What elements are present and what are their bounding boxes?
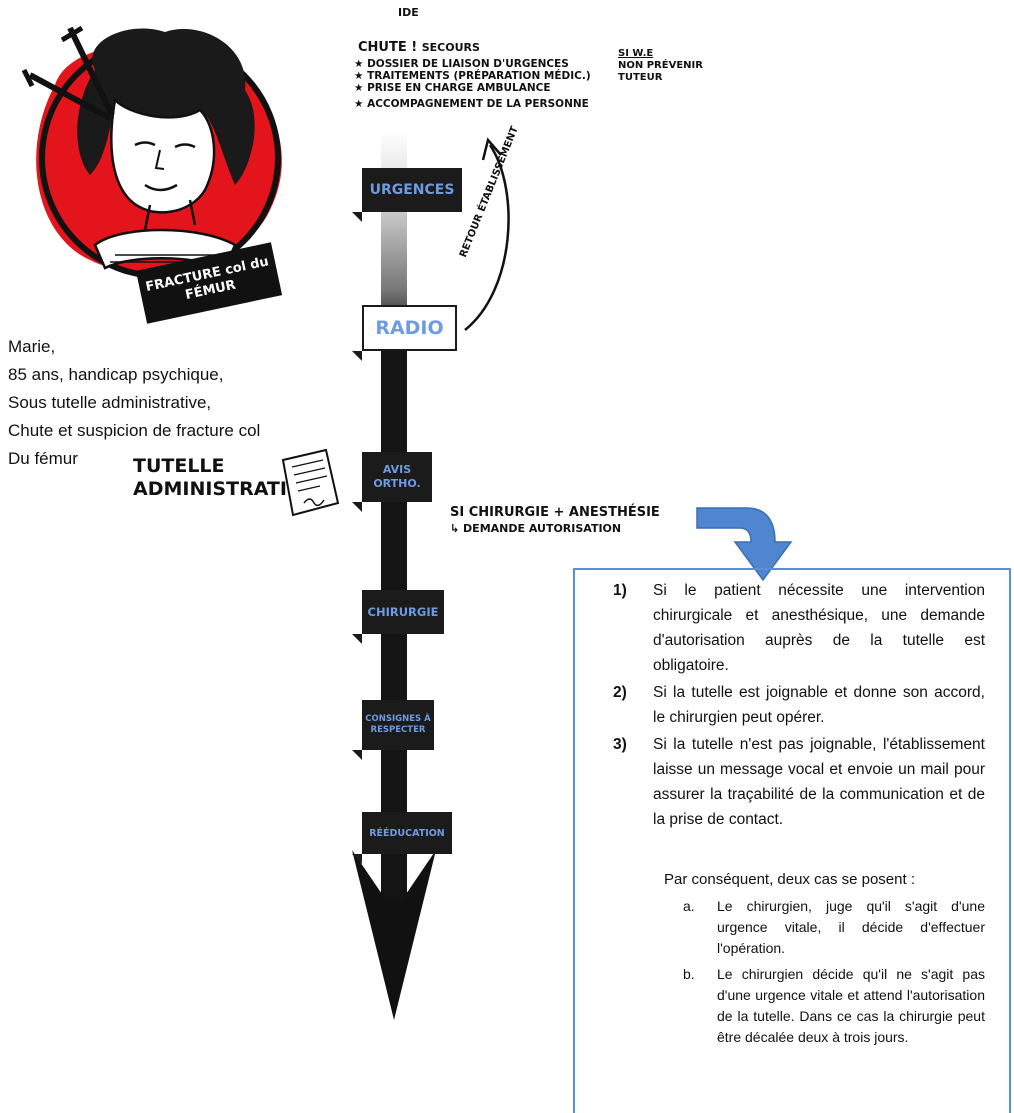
surgery-note-line-2: ↳ DEMANDE AUTORISATION xyxy=(450,522,622,535)
explanation-item: 2) Si la tutelle est joignable et donne … xyxy=(613,680,985,730)
return-arrow xyxy=(464,137,510,331)
item-number: 3) xyxy=(613,736,627,753)
item-number: 1) xyxy=(613,582,627,599)
note-item: ★ DOSSIER DE LIAISON D'URGENCES xyxy=(354,58,569,70)
step-consignes: CONSIGNES À RESPECTER xyxy=(352,700,434,760)
explanation-item: 1) Si le patient nécessite une intervent… xyxy=(613,578,985,678)
secours-label: SECOURS xyxy=(421,41,480,54)
step-label: URGENCES xyxy=(369,182,455,198)
step-avis-ortho: AVIS ORTHO. xyxy=(352,452,432,512)
conclusion-text: Par conséquent, deux cas se posent : xyxy=(664,871,915,888)
patient-line-4: Du fémur xyxy=(8,449,78,468)
case-item: a. Le chirurgien, juge qu'il s'agit d'un… xyxy=(683,896,985,959)
note-item: ★ TRAITEMENTS (PRÉPARATION MÉDIC.) xyxy=(354,70,591,82)
weekend-title: SI W.E xyxy=(618,48,654,59)
tutelle-line-1: TUTELLE xyxy=(133,455,225,477)
step-label: CHIRURGIE xyxy=(367,605,439,619)
explanation-item: 3) Si la tutelle n'est pas joignable, l'… xyxy=(613,732,985,832)
note-item: ★ PRISE EN CHARGE AMBULANCE xyxy=(354,82,551,94)
step-label: CONSIGNES À RESPECTER xyxy=(365,714,431,735)
chute-heading: CHUTE ! SECOURS xyxy=(358,40,480,55)
patient-line-2: Sous tutelle administrative, xyxy=(8,393,212,412)
step-label: AVIS ORTHO. xyxy=(373,463,421,490)
patient-name: Marie, xyxy=(8,337,56,356)
case-item: b. Le chirurgien décide qu'il ne s'agit … xyxy=(683,964,985,1048)
explanation-box: 1) Si le patient nécessite une intervent… xyxy=(573,568,1011,1113)
ide-label: IDE xyxy=(398,6,419,19)
step-label: RÉÉDUCATION xyxy=(369,827,445,839)
case-text: Le chirurgien décide qu'il ne s'agit pas… xyxy=(717,966,985,1045)
weekend-text: NON PRÉVENIR TUTEUR xyxy=(618,60,703,83)
case-letter: b. xyxy=(683,966,695,982)
item-text: Si la tutelle est joignable et donne son… xyxy=(653,684,985,726)
step-chirurgie: CHIRURGIE xyxy=(352,590,444,644)
step-radio: RADIO xyxy=(352,305,457,361)
patient-info: Marie, 85 ans, handicap psychique, Sous … xyxy=(8,333,260,473)
item-number: 2) xyxy=(613,684,627,701)
tutelle-note: TUTELLE ADMINISTRATIVE xyxy=(133,455,315,501)
patient-line-1: 85 ans, handicap psychique, xyxy=(8,365,224,384)
step-urgences: URGENCES xyxy=(352,168,462,222)
chute-label: CHUTE ! xyxy=(358,40,418,55)
patient-line-3: Chute et suspicion de fracture col xyxy=(8,421,261,440)
case-letter: a. xyxy=(683,898,695,914)
case-text: Le chirurgien, juge qu'il s'agit d'une u… xyxy=(717,898,985,956)
note-item: ★ ACCOMPAGNEMENT DE LA PERSONNE xyxy=(354,98,589,110)
chute-list: ★ DOSSIER DE LIAISON D'URGENCES ★ TRAITE… xyxy=(354,58,591,110)
step-label: RADIO xyxy=(375,317,444,339)
blue-arrow xyxy=(696,507,793,582)
item-text: Si le patient nécessite une intervention… xyxy=(653,582,985,674)
surgery-note: SI CHIRURGIE + ANESTHÉSIE ↳ DEMANDE AUTO… xyxy=(450,505,660,537)
patient-portrait xyxy=(21,25,282,279)
weekend-note: SI W.E NON PRÉVENIR TUTEUR xyxy=(618,48,708,84)
step-reeducation: RÉÉDUCATION xyxy=(352,812,452,864)
hair xyxy=(77,28,255,186)
timeline-arrow xyxy=(352,130,436,1020)
tutelle-line-2: ADMINISTRATIVE xyxy=(133,478,315,500)
item-text: Si la tutelle n'est pas joignable, l'éta… xyxy=(653,736,985,828)
surgery-note-line-1: SI CHIRURGIE + ANESTHÉSIE xyxy=(450,505,660,520)
document-icon xyxy=(281,448,340,517)
face xyxy=(110,97,216,214)
